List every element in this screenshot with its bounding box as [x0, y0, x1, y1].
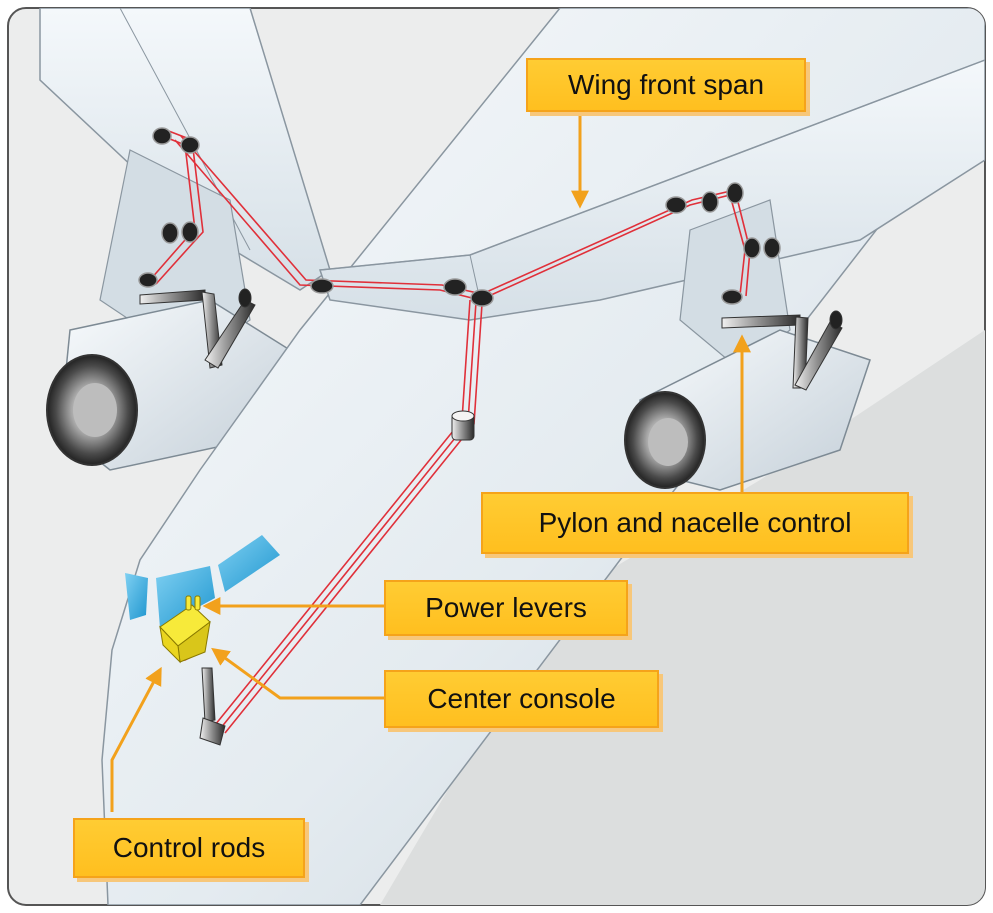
label-wing-front-span: Wing front span	[526, 58, 806, 112]
label-power-levers: Power levers	[384, 580, 628, 636]
left-engine-linkage	[139, 288, 256, 369]
label-center-console: Center console	[384, 670, 659, 728]
arrow-control-rods	[110, 666, 162, 812]
pulleys	[138, 127, 781, 307]
cockpit-control-rods	[199, 667, 226, 746]
center-console	[159, 604, 211, 664]
label-control-rods: Control rods	[73, 818, 305, 878]
ground-shadow	[380, 330, 985, 905]
cable-drum	[451, 410, 475, 441]
power-levers	[185, 595, 201, 611]
callout-arrows	[110, 112, 751, 812]
arrow-center-console	[211, 647, 384, 700]
label-pylon-nacelle-control: Pylon and nacelle control	[481, 492, 909, 554]
right-engine-linkage	[721, 310, 843, 391]
cockpit-windows	[125, 535, 280, 628]
